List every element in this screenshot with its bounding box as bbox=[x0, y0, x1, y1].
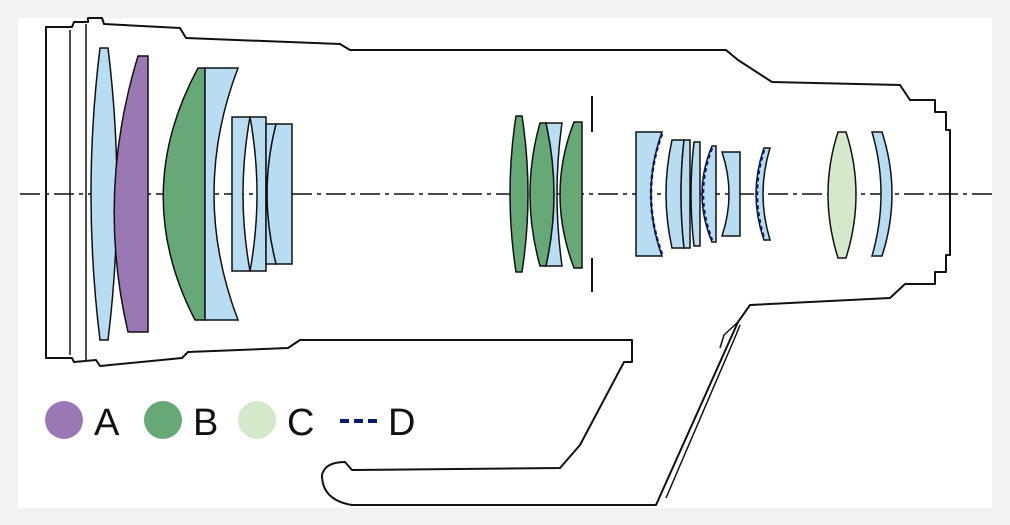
legend-label-a: A bbox=[94, 402, 120, 444]
barrel-step-line bbox=[719, 321, 739, 349]
legend-item-d: D bbox=[340, 402, 415, 444]
legend: A B C D bbox=[45, 401, 415, 444]
lens-element-b bbox=[559, 121, 583, 269]
lens-element-b bbox=[509, 115, 529, 273]
lens-element bbox=[249, 116, 267, 272]
coating-d-line bbox=[649, 133, 664, 255]
coating-d-line bbox=[755, 149, 766, 239]
lens-element bbox=[545, 122, 563, 267]
lens-barrel-outline bbox=[45, 17, 951, 506]
lens-element-c bbox=[827, 131, 857, 259]
legend-swatch-b bbox=[144, 401, 182, 439]
lens-element bbox=[680, 139, 691, 249]
legend-item-c: C bbox=[238, 401, 314, 444]
lens-element-a bbox=[113, 55, 149, 333]
lens-element bbox=[204, 67, 240, 321]
legend-swatch-c bbox=[238, 401, 276, 439]
legend-swatch-a bbox=[45, 401, 83, 439]
legend-item-a: A bbox=[45, 401, 120, 444]
legend-label-c: C bbox=[287, 402, 314, 444]
lens-element bbox=[265, 123, 277, 265]
lens-element bbox=[720, 151, 741, 237]
legend-label-d: D bbox=[388, 402, 415, 444]
lens-element bbox=[90, 47, 118, 341]
grip-inner-line bbox=[665, 324, 741, 499]
lens-element-b bbox=[162, 67, 206, 321]
lens-element bbox=[871, 131, 893, 257]
lens-element bbox=[690, 141, 701, 247]
legend-item-b: B bbox=[144, 401, 218, 444]
hood-segment-line bbox=[69, 24, 87, 360]
legend-label-b: B bbox=[193, 402, 218, 444]
coating-d-line bbox=[701, 147, 714, 241]
